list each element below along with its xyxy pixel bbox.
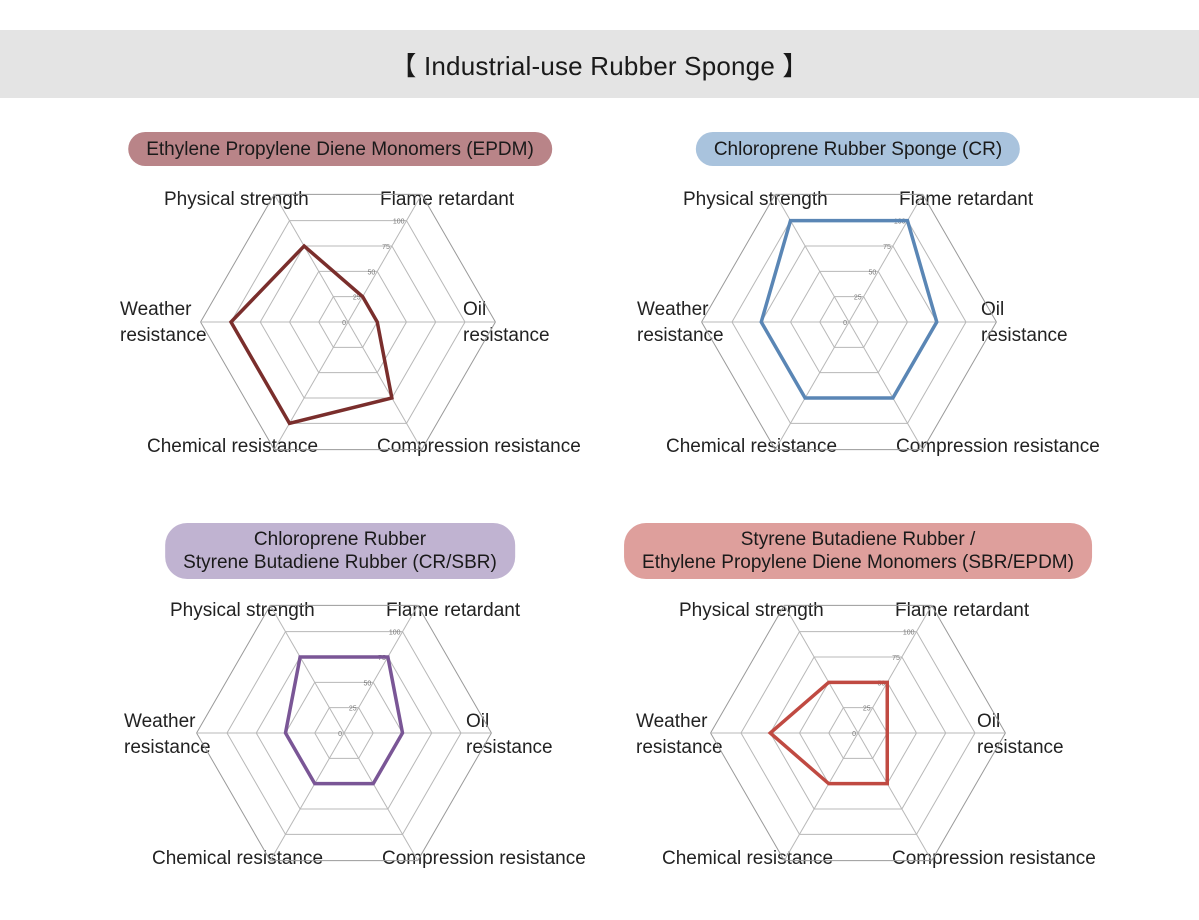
- axis-label-weather-resistance: resistance: [637, 325, 724, 346]
- axis-label-compression-resistance: Compression resistance: [892, 848, 1096, 869]
- radar-spoke: [774, 321, 850, 450]
- radar-spoke: [783, 605, 859, 734]
- chart-panel-cr-sbr: Chloroprene Rubber Styrene Butadiene Rub…: [60, 410, 620, 869]
- radar-scale-tick: 50: [868, 269, 876, 276]
- axis-label-weather: Weather: [636, 711, 708, 732]
- chart-panel-epdm: Ethylene Propylene Diene Monomers (EPDM)…: [60, 0, 620, 457]
- radar-spoke: [347, 194, 423, 323]
- radar-scale-tick: 0: [342, 320, 346, 327]
- axis-label-weather: Weather: [120, 299, 192, 320]
- chart-panel-sbr-epdm: Styrene Butadiene Rubber / Ethylene Prop…: [578, 410, 1138, 869]
- radar-series-line: [759, 218, 939, 400]
- radar-scale-tick: 0: [843, 320, 847, 327]
- radar-spoke: [343, 605, 419, 734]
- radar-spoke: [857, 605, 933, 734]
- radar-spoke: [848, 321, 924, 450]
- radar-scale-tick: 0: [338, 731, 342, 738]
- chart-title-pill: Ethylene Propylene Diene Monomers (EPDM): [128, 132, 552, 166]
- chart-title-line: Ethylene Propylene Diene Monomers (EPDM): [146, 138, 534, 160]
- title-banner: 【 Industrial-use Rubber Sponge 】: [0, 30, 1199, 98]
- radar-spoke: [269, 605, 345, 734]
- chart-title-pill: Styrene Butadiene Rubber / Ethylene Prop…: [624, 523, 1092, 579]
- radar-scale-tick: 25: [349, 706, 357, 713]
- radar-spoke: [343, 732, 419, 861]
- radar-scale-tick: 50: [363, 680, 371, 687]
- radar-scale-tick: 0: [852, 731, 856, 738]
- radar-spoke: [848, 194, 924, 323]
- axis-label-weather-resistance: resistance: [636, 737, 723, 758]
- chart-title-pill: Chloroprene Rubber Styrene Butadiene Rub…: [165, 523, 515, 579]
- radar-spoke: [269, 732, 345, 861]
- axis-label-chemical-resistance: Chemical resistance: [666, 436, 838, 457]
- radar-spoke: [347, 321, 423, 450]
- radar-grid-ring: [701, 193, 997, 451]
- chart-title-pill: Chloroprene Rubber Sponge (CR): [695, 132, 1021, 166]
- radar-series-line: [283, 655, 405, 786]
- chart-title-line: Chloroprene Rubber Sponge (CR): [713, 138, 1003, 160]
- chart-title-line-1: Styrene Butadiene Rubber /: [740, 529, 976, 550]
- radar-scale-tick: 100: [393, 219, 405, 226]
- radar-scale-tick: 100: [389, 630, 401, 637]
- radar-scale-tick: 75: [892, 655, 900, 662]
- axis-label-compression-resistance: Compression resistance: [382, 848, 586, 869]
- radar-spoke: [783, 732, 859, 861]
- radar-scale-tick: 25: [863, 706, 871, 713]
- axis-label-physical-strength: Physical strength: [164, 189, 309, 210]
- radar-chart: 0 25 50 75 100: [200, 193, 496, 451]
- axis-label-oil: Oil: [977, 711, 1001, 732]
- radar-scale-tick: 75: [883, 244, 891, 251]
- radar-spoke: [273, 194, 349, 323]
- axis-label-oil: Oil: [463, 299, 487, 320]
- chart-title-line-2: Styrene Butadiene Rubber (CR/SBR): [183, 552, 497, 573]
- axis-label-oil-resistance: resistance: [981, 325, 1068, 346]
- axis-label-chemical-resistance: Chemical resistance: [147, 436, 319, 457]
- axis-label-weather: Weather: [637, 299, 709, 320]
- radar-spoke: [273, 321, 349, 450]
- radar-spoke: [857, 732, 933, 861]
- axis-label-flame-retardant: Flame retardant: [386, 600, 521, 621]
- radar-scale-tick: 50: [367, 269, 375, 276]
- page-title: 【 Industrial-use Rubber Sponge 】: [390, 50, 809, 81]
- radar-scale-tick: 100: [903, 630, 915, 637]
- axis-label-oil-resistance: resistance: [466, 737, 553, 758]
- chart-title-line-1: Chloroprene Rubber: [253, 529, 427, 550]
- axis-label-weather-resistance: resistance: [124, 737, 211, 758]
- chart-title-line-2: Ethylene Propylene Diene Monomers (SBR/E…: [642, 552, 1074, 573]
- axis-label-chemical-resistance: Chemical resistance: [152, 848, 324, 869]
- axis-label-oil: Oil: [466, 711, 490, 732]
- axis-label-weather: Weather: [124, 711, 196, 732]
- radar-scale-tick: 25: [854, 295, 862, 302]
- radar-scale-tick: 75: [382, 244, 390, 251]
- axis-label-compression-resistance: Compression resistance: [377, 436, 581, 457]
- radar-spoke: [774, 194, 850, 323]
- axis-label-oil: Oil: [981, 299, 1005, 320]
- axis-label-weather-resistance: resistance: [120, 325, 207, 346]
- axis-label-compression-resistance: Compression resistance: [896, 436, 1100, 457]
- axis-label-flame-retardant: Flame retardant: [899, 189, 1034, 210]
- radar-scale-tick: 25: [353, 295, 361, 302]
- axis-label-chemical-resistance: Chemical resistance: [662, 848, 834, 869]
- chart-panel-cr: Chloroprene Rubber Sponge (CR) Physical …: [578, 0, 1138, 457]
- axis-label-oil-resistance: resistance: [977, 737, 1064, 758]
